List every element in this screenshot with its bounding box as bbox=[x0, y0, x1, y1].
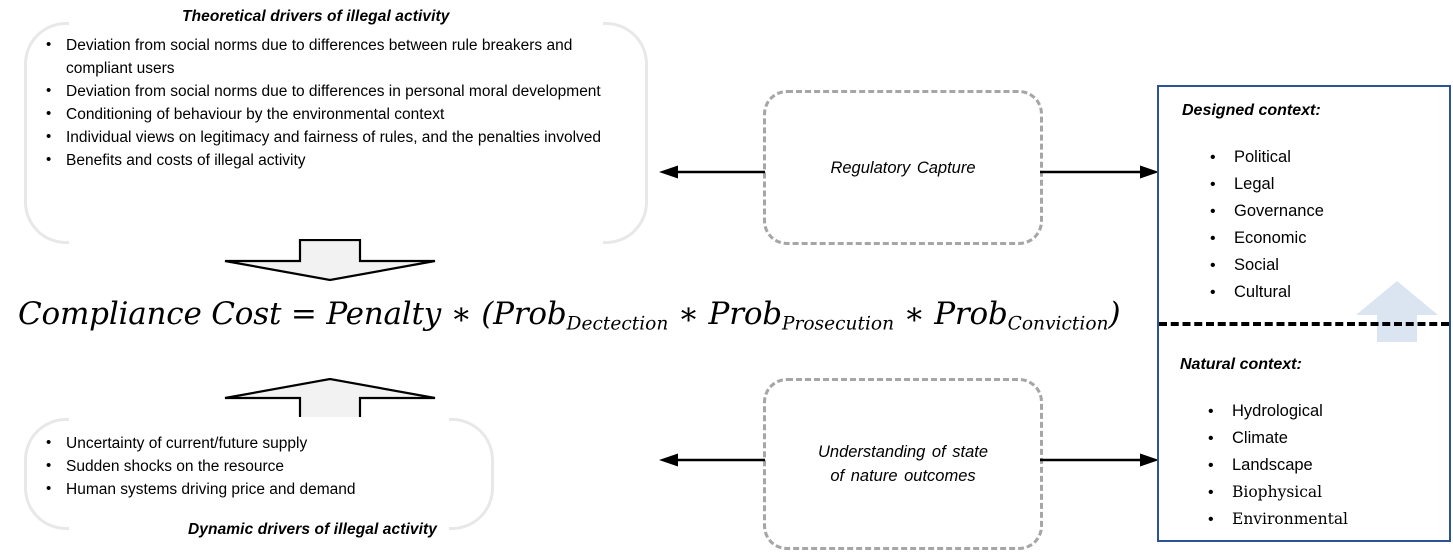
down-block-arrow bbox=[224, 239, 436, 281]
list-item: Uncertainty of current/future supply bbox=[20, 431, 470, 455]
compliance-cost-equation: Compliance Cost = Penalty ∗ (ProbDectect… bbox=[18, 296, 1121, 335]
list-item: Landscape bbox=[1180, 452, 1430, 479]
equation-prob-1-subscript: Dectection bbox=[566, 313, 669, 335]
list-item: Political bbox=[1182, 144, 1432, 171]
arrow-nature-to-natural-context bbox=[1040, 452, 1160, 468]
bracket-bottom-mask bbox=[69, 525, 449, 531]
designed-context-list: Political Legal Governance Economic Soci… bbox=[1182, 144, 1432, 306]
up-block-arrow bbox=[224, 378, 436, 420]
equation-lhs: Compliance Cost bbox=[18, 296, 282, 332]
natural-context-title: Natural context: bbox=[1180, 356, 1302, 373]
theoretical-drivers-list: Deviation from social norms due to diffe… bbox=[20, 33, 620, 172]
state-of-nature-line-2: of nature outcomes bbox=[830, 467, 976, 485]
bracket-top-mask bbox=[69, 21, 603, 27]
natural-context-list: Hydrological Climate Landscape Biophysic… bbox=[1180, 398, 1430, 533]
theoretical-drivers-title: Theoretical drivers of illegal activity bbox=[182, 8, 450, 25]
context-divider bbox=[1159, 322, 1449, 326]
list-item: Benefits and costs of illegal activity bbox=[20, 148, 620, 172]
list-item: Governance bbox=[1182, 198, 1432, 225]
dynamic-drivers-list: Uncertainty of current/future supply Sud… bbox=[20, 431, 470, 501]
designed-context-title: Designed context: bbox=[1182, 102, 1321, 119]
list-item: Cultural bbox=[1182, 279, 1432, 306]
equation-penalty: Penalty bbox=[326, 296, 442, 332]
list-item: Deviation from social norms due to diffe… bbox=[20, 79, 620, 103]
list-item: Economic bbox=[1182, 225, 1432, 252]
list-item: Conditioning of behaviour by the environ… bbox=[20, 102, 620, 126]
arrow-capture-to-theoretical bbox=[658, 164, 766, 180]
equation-prob-2-subscript: Prosecution bbox=[781, 313, 895, 335]
equation-prob-3: Prob bbox=[934, 296, 1008, 332]
equation-close-paren: ) bbox=[1108, 296, 1121, 332]
arrow-capture-to-designed-context bbox=[1040, 164, 1160, 180]
list-item: Biophysical bbox=[1180, 479, 1430, 506]
equation-times-3: ∗ bbox=[903, 296, 925, 332]
list-item: Deviation from social norms due to diffe… bbox=[20, 33, 620, 80]
state-of-nature-label: Understanding of state of nature outcome… bbox=[818, 440, 988, 488]
equation-times-2: ∗ bbox=[678, 296, 699, 332]
equation-equals: = bbox=[290, 296, 317, 332]
regulatory-capture-label: Regulatory Capture bbox=[830, 158, 976, 177]
equation-times-1: ∗ bbox=[450, 296, 472, 332]
equation-prob-3-subscript: Conviction bbox=[1007, 313, 1109, 335]
list-item: Sudden shocks on the resource bbox=[20, 454, 470, 478]
context-up-arrow-icon bbox=[1355, 281, 1439, 343]
list-item: Climate bbox=[1180, 425, 1430, 452]
list-item: Environmental bbox=[1180, 506, 1430, 533]
equation-open-paren: ( bbox=[481, 296, 494, 332]
equation-prob-1: Prob bbox=[493, 296, 567, 332]
state-of-nature-line-1: Understanding of state bbox=[817, 443, 989, 461]
list-item: Individual views on legitimacy and fairn… bbox=[20, 125, 620, 149]
state-of-nature-box[interactable]: Understanding of state of nature outcome… bbox=[763, 378, 1043, 550]
bracket-top-mask bbox=[69, 417, 449, 423]
arrow-nature-to-dynamic bbox=[658, 452, 766, 468]
list-item: Social bbox=[1182, 252, 1432, 279]
dynamic-drivers-title: Dynamic drivers of illegal activity bbox=[188, 521, 438, 538]
equation-prob-2: Prob bbox=[708, 296, 783, 332]
list-item: Hydrological bbox=[1180, 398, 1430, 425]
list-item: Legal bbox=[1182, 171, 1432, 198]
list-item: Human systems driving price and demand bbox=[20, 477, 470, 501]
regulatory-capture-box[interactable]: Regulatory Capture bbox=[763, 90, 1043, 245]
